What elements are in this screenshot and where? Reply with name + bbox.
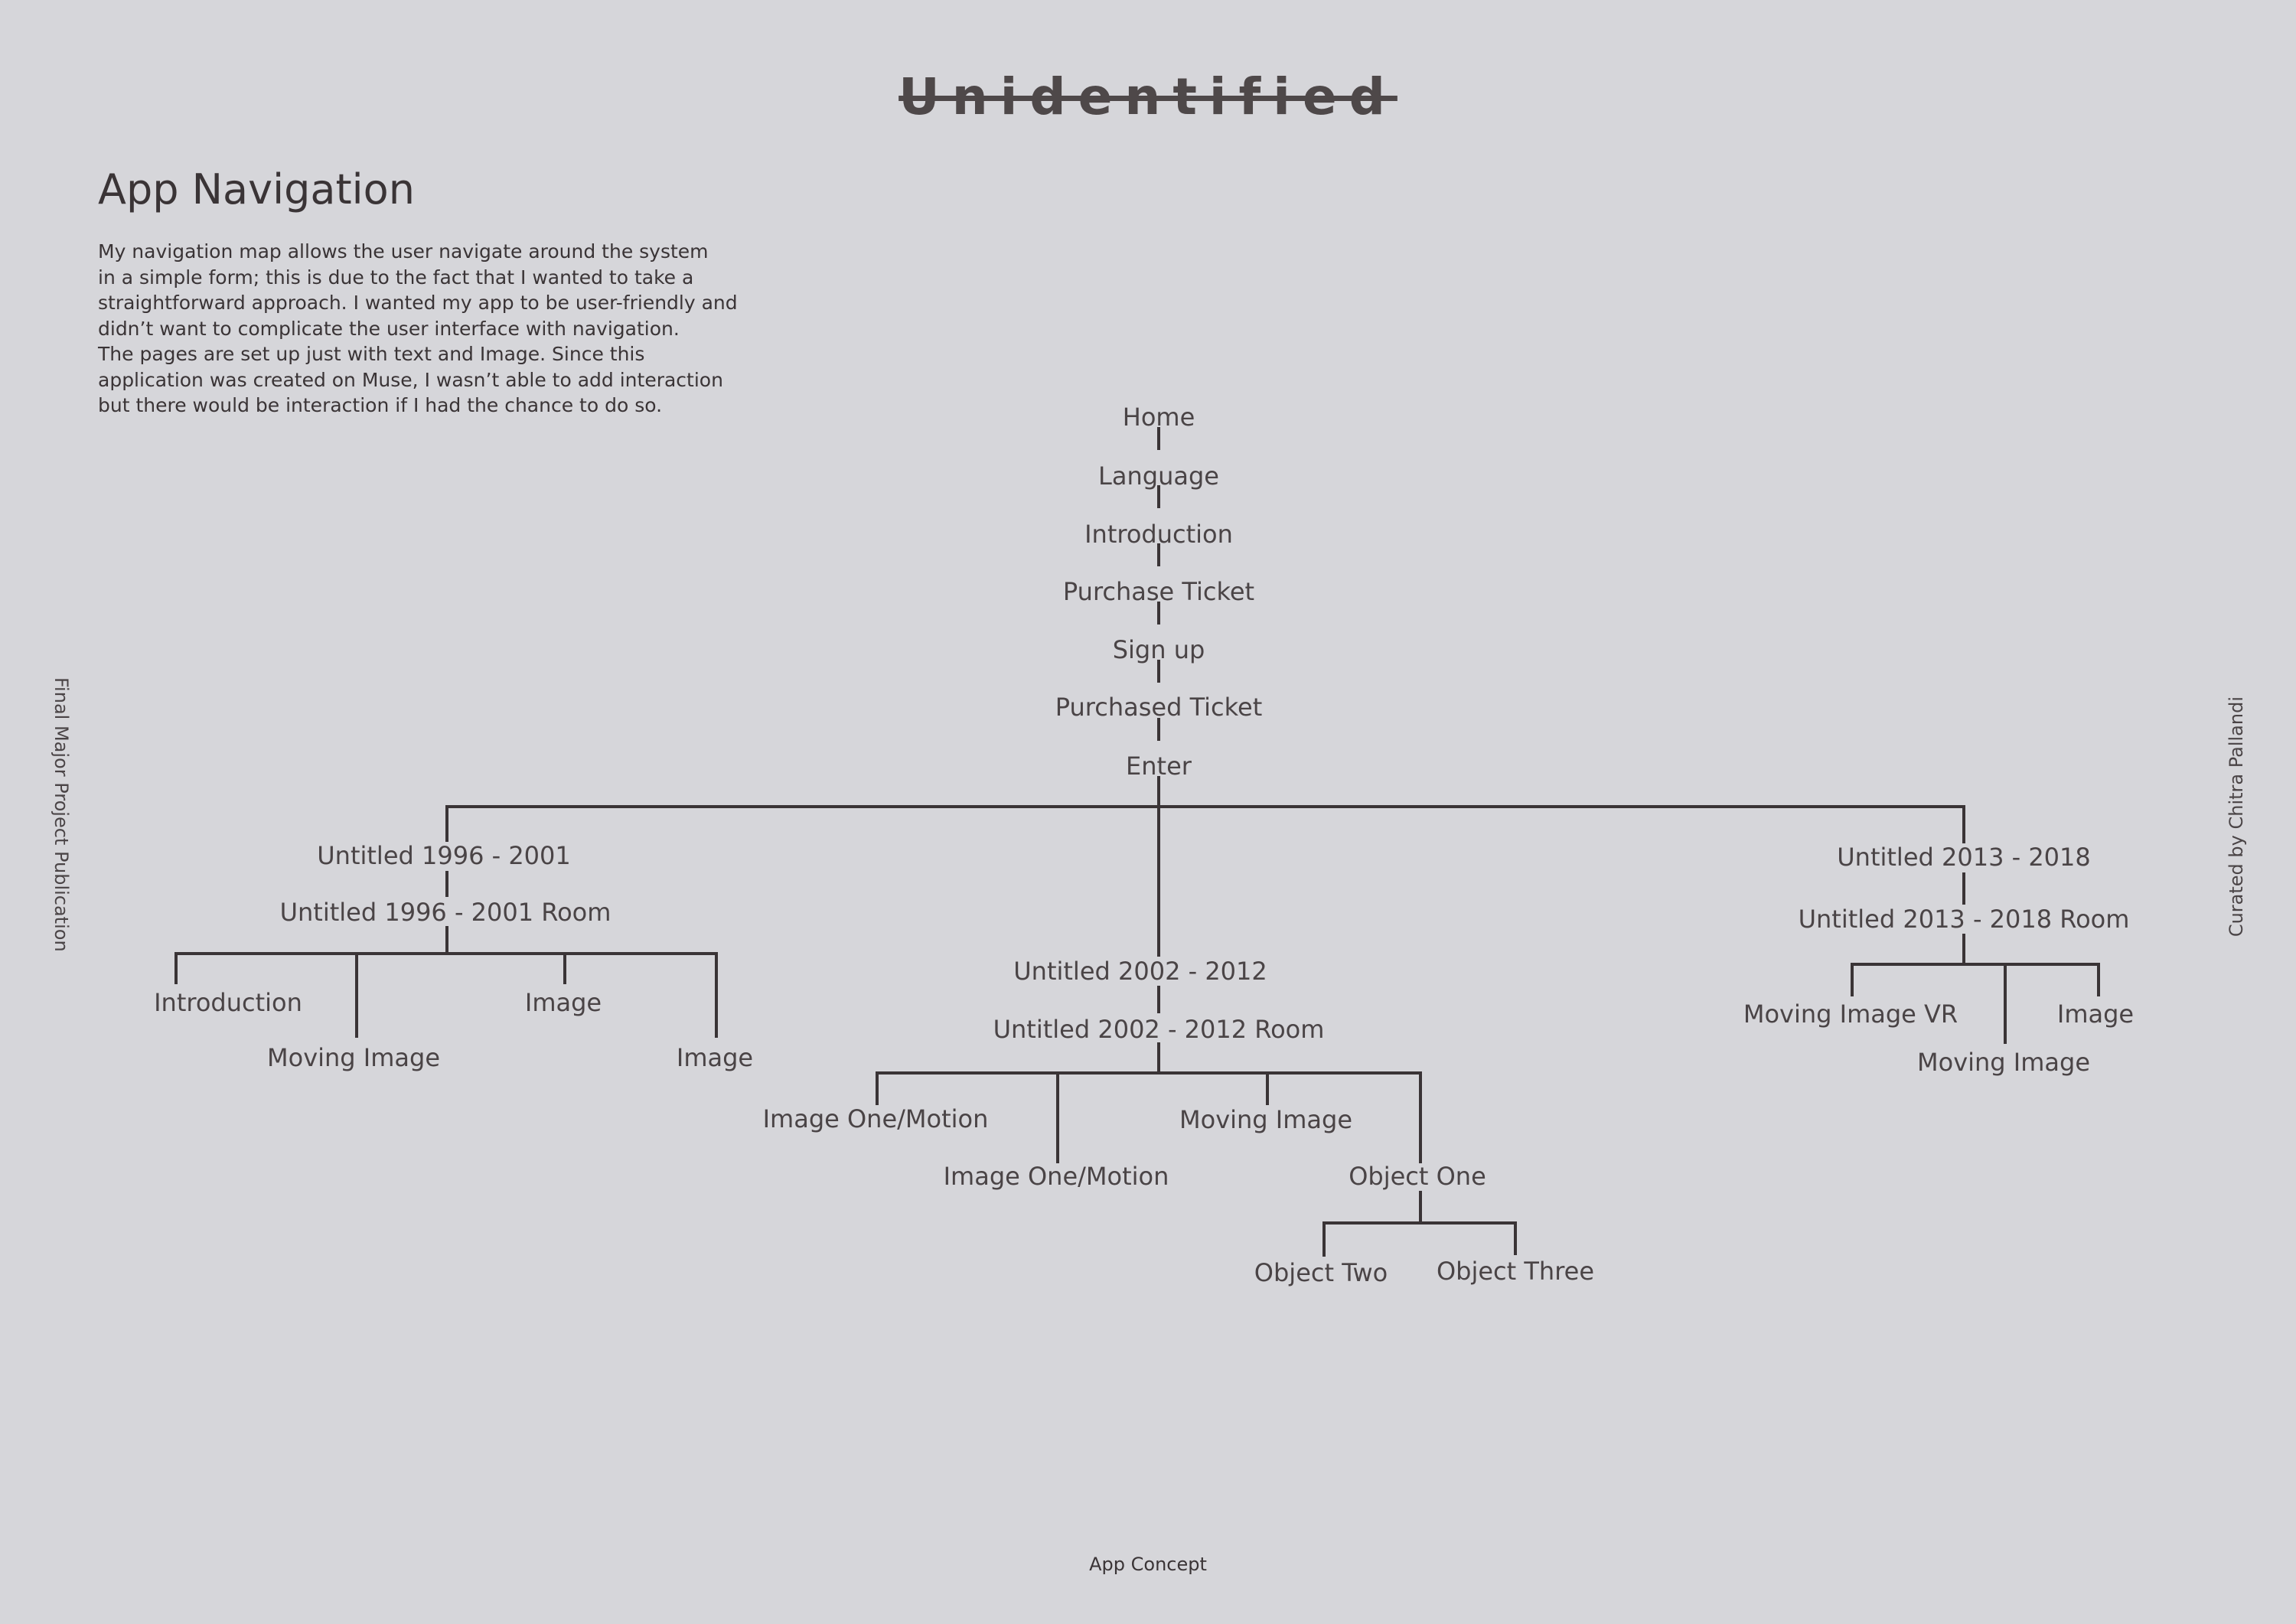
node-untitled-1996-room: Untitled 1996 - 2001 Room bbox=[279, 898, 612, 927]
node-object-two: Object Two bbox=[1254, 1258, 1388, 1287]
masthead-title: Unidentified bbox=[899, 67, 1397, 126]
page-title: App Navigation bbox=[98, 165, 415, 214]
node-untitled-2013-room: Untitled 2013 - 2018 Room bbox=[1798, 905, 2130, 934]
node-2002-image-one-motion: Image One/Motion bbox=[762, 1104, 989, 1133]
intro-line: My navigation map allows the user naviga… bbox=[98, 240, 709, 263]
footer-caption: App Concept bbox=[1089, 1554, 1207, 1575]
node-purchase-ticket: Purchase Ticket bbox=[1062, 577, 1255, 606]
node-2013-moving-image: Moving Image bbox=[1917, 1048, 2090, 1077]
intro-line: but there would be interaction if I had … bbox=[98, 394, 663, 416]
node-2002-object-one: Object One bbox=[1349, 1162, 1486, 1191]
node-object-three: Object Three bbox=[1436, 1257, 1595, 1286]
node-sign-up: Sign up bbox=[1112, 635, 1205, 664]
node-language: Language bbox=[1098, 461, 1219, 491]
node-2002-image-one-motion-second: Image One/Motion bbox=[943, 1162, 1169, 1191]
node-untitled-1996: Untitled 1996 - 2001 bbox=[317, 841, 571, 870]
node-1996-image: Image bbox=[524, 988, 602, 1017]
node-2013-moving-image-vr: Moving Image VR bbox=[1743, 1000, 1958, 1029]
intro-line: straightforward approach. I wanted my ap… bbox=[98, 292, 738, 314]
side-caption-left: Final Major Project Publication bbox=[51, 677, 72, 952]
node-home: Home bbox=[1122, 403, 1195, 432]
node-untitled-2013: Untitled 2013 - 2018 bbox=[1837, 843, 2091, 872]
node-enter: Enter bbox=[1126, 752, 1192, 781]
node-untitled-2002: Untitled 2002 - 2012 bbox=[1013, 957, 1267, 986]
node-2013-image: Image bbox=[2056, 1000, 2135, 1029]
intro-paragraph: My navigation map allows the user naviga… bbox=[98, 239, 771, 419]
intro-line: in a simple form; this is due to the fac… bbox=[98, 266, 694, 289]
intro-line: didn’t want to complicate the user inter… bbox=[98, 317, 680, 340]
node-1996-introduction: Introduction bbox=[154, 988, 302, 1017]
node-1996-image-second: Image bbox=[676, 1043, 754, 1072]
node-introduction: Introduction bbox=[1084, 520, 1233, 549]
intro-line: The pages are set up just with text and … bbox=[98, 343, 645, 365]
intro-line: application was created on Muse, I wasn’… bbox=[98, 368, 723, 391]
node-2002-moving-image: Moving Image bbox=[1179, 1105, 1352, 1134]
node-1996-moving-image: Moving Image bbox=[267, 1043, 440, 1072]
node-untitled-2002-room: Untitled 2002 - 2012 Room bbox=[993, 1015, 1325, 1044]
node-purchased-ticket: Purchased Ticket bbox=[1055, 693, 1263, 722]
